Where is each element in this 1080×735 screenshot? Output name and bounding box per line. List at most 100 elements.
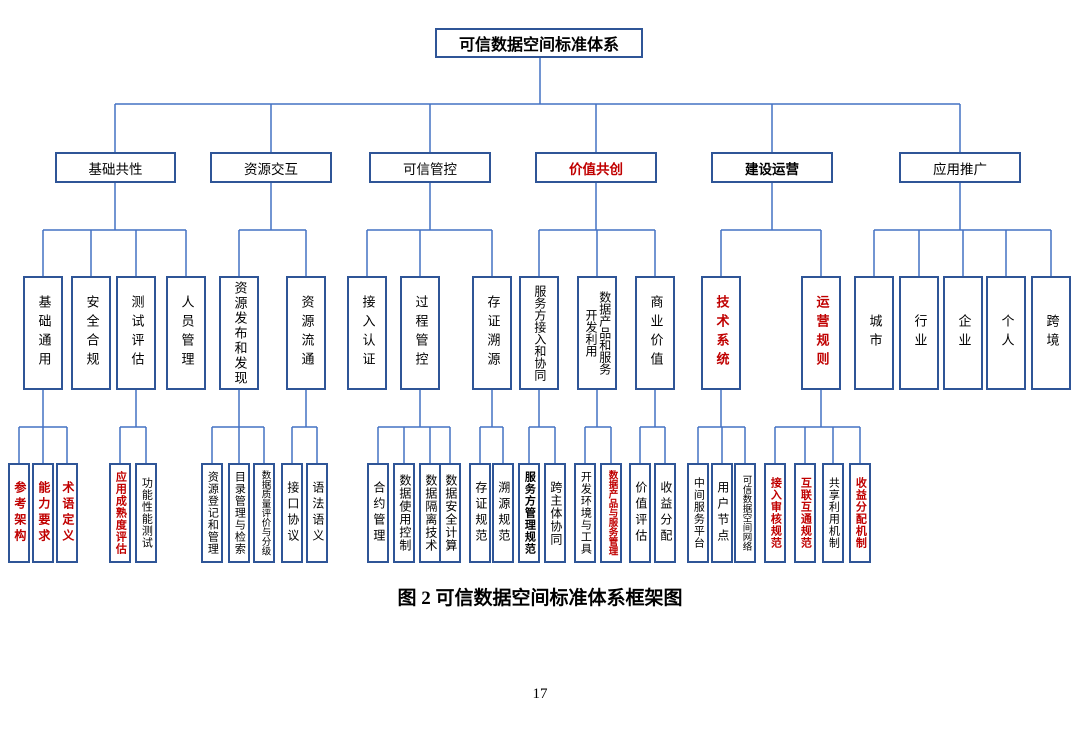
node-interface-protocol: 接口协议 <box>281 463 303 563</box>
node-technical-system: 技术系统 <box>701 276 741 390</box>
node-evidence-traceability: 存证溯源 <box>472 276 512 390</box>
node-trusted-data-space-network: 可信数据空间网络 <box>734 463 756 563</box>
node-terminology-definition: 术语定义 <box>56 463 78 563</box>
node-dev-environment-tools: 开发环境与工具 <box>574 463 596 563</box>
node-individual: 个人 <box>986 276 1026 390</box>
node-traceability-specification-label: 溯源规范 <box>496 481 511 545</box>
node-construction-operation: 建设运营 <box>711 152 833 183</box>
node-business-value-label: 商业价值 <box>648 295 664 371</box>
node-user-node-label: 用户节点 <box>715 481 730 545</box>
node-data-product-service-management-label: 数据产品与服务管理 <box>606 470 618 556</box>
node-access-review-specification-label: 接入审核规范 <box>769 477 782 549</box>
node-data-quality-evaluation-grading-label: 数据质量评价与分级 <box>259 470 271 556</box>
node-terminology-definition-label: 术语定义 <box>60 481 75 545</box>
node-enterprise: 企业 <box>943 276 983 390</box>
node-resource-exchange-label: 资源交互 <box>244 161 298 177</box>
node-catalog-management-retrieval: 目录管理与检索 <box>228 463 250 563</box>
node-business-value: 商业价值 <box>635 276 675 390</box>
node-city-label: 城市 <box>867 314 883 352</box>
node-interconnection-specification: 互联互通规范 <box>794 463 816 563</box>
node-root-label: 可信数据空间标准体系 <box>458 37 619 54</box>
node-enterprise-label: 企业 <box>956 314 972 352</box>
node-data-secure-computation: 数据安全计算 <box>439 463 461 563</box>
node-reference-architecture: 参考架构 <box>8 463 30 563</box>
node-resource-publish-discovery: 资源发布和发现 <box>219 276 259 390</box>
node-testing-evaluation: 测试评估 <box>116 276 156 390</box>
node-cross-entity-collaboration-label: 跨主体协同 <box>548 480 563 546</box>
node-revenue-distribution-label: 收益分配 <box>658 481 673 545</box>
node-application-maturity-evaluation: 应用成熟度评估 <box>109 463 131 563</box>
node-provider-access-collaboration-label: 服务方接入和协同 <box>532 285 547 381</box>
node-interconnection-specification-label: 互联互通规范 <box>799 477 812 549</box>
node-cross-border-label: 跨境 <box>1044 314 1060 352</box>
node-catalog-management-retrieval-label: 目录管理与检索 <box>233 471 246 555</box>
node-operation-rules-label: 运营规则 <box>814 295 830 371</box>
node-function-performance-testing: 功能性能测试 <box>135 463 157 563</box>
node-basic-general-label: 基础通用 <box>36 295 52 371</box>
node-capability-requirements: 能力要求 <box>32 463 54 563</box>
node-industry-label: 行业 <box>912 314 928 352</box>
figure-caption: 图 2 可信数据空间标准体系框架图 <box>397 588 683 609</box>
node-security-compliance-label: 安全合规 <box>84 295 100 371</box>
node-data-usage-control-label: 数据使用控制 <box>397 474 412 552</box>
page-number: 17 <box>532 686 548 702</box>
node-security-compliance: 安全合规 <box>71 276 111 390</box>
node-value-cocreation-label: 价值共创 <box>569 161 623 177</box>
node-resource-registration-management-label: 资源登记和管理 <box>206 471 219 555</box>
node-data-quality-evaluation-grading: 数据质量评价与分级 <box>253 463 275 563</box>
node-access-review-specification: 接入审核规范 <box>764 463 786 563</box>
node-intermediate-service-platform-label: 中间服务平台 <box>692 477 705 549</box>
node-application-promotion: 应用推广 <box>899 152 1021 183</box>
node-evidence-specification: 存证规范 <box>469 463 491 563</box>
node-process-control-label: 过程管控 <box>413 295 429 371</box>
node-reference-architecture-label: 参考架构 <box>12 481 27 545</box>
node-trusted-control-label: 可信管控 <box>403 161 457 177</box>
node-data-product-service-management: 数据产品与服务管理 <box>600 463 622 563</box>
node-data-product-service-development: 数据产品和服务 开发利用 <box>577 276 617 390</box>
node-syntax-semantics: 语法语义 <box>306 463 328 563</box>
node-city: 城市 <box>854 276 894 390</box>
node-evidence-specification-label: 存证规范 <box>473 481 488 545</box>
node-interface-protocol-label: 接口协议 <box>285 481 300 545</box>
node-contract-management: 合约管理 <box>367 463 389 563</box>
node-revenue-distribution-mechanism-label: 收益分配机制 <box>854 477 867 549</box>
node-personnel-management: 人员管理 <box>166 276 206 390</box>
node-sharing-utilization-mechanism-label: 共享利用机制 <box>827 477 840 549</box>
node-traceability-specification: 溯源规范 <box>492 463 514 563</box>
node-value-cocreation: 价值共创 <box>535 152 657 183</box>
node-data-isolation-technology-label: 数据隔离技术 <box>423 474 438 552</box>
node-individual-label: 个人 <box>999 314 1015 352</box>
node-personnel-management-label: 人员管理 <box>179 295 195 371</box>
node-resource-publish-discovery-label: 资源发布和发现 <box>232 280 248 386</box>
node-resource-circulation: 资源流通 <box>286 276 326 390</box>
node-sharing-utilization-mechanism: 共享利用机制 <box>822 463 844 563</box>
node-trusted-control: 可信管控 <box>369 152 491 183</box>
node-syntax-semantics-label: 语法语义 <box>310 481 325 545</box>
node-evidence-traceability-label: 存证溯源 <box>485 295 501 371</box>
node-intermediate-service-platform: 中间服务平台 <box>687 463 709 563</box>
node-dev-environment-tools-label: 开发环境与工具 <box>579 471 592 555</box>
node-revenue-distribution-mechanism: 收益分配机制 <box>849 463 871 563</box>
node-cross-border: 跨境 <box>1031 276 1071 390</box>
node-resource-circulation-label: 资源流通 <box>299 295 315 371</box>
node-data-secure-computation-label: 数据安全计算 <box>443 474 458 552</box>
node-function-performance-testing-label: 功能性能测试 <box>140 477 153 549</box>
node-data-usage-control: 数据使用控制 <box>393 463 415 563</box>
node-application-promotion-label: 应用推广 <box>933 161 987 177</box>
node-access-authentication-label: 接入认证 <box>360 295 376 371</box>
node-industry: 行业 <box>899 276 939 390</box>
node-revenue-distribution: 收益分配 <box>654 463 676 563</box>
node-construction-operation-label: 建设运营 <box>745 161 799 177</box>
node-data-isolation-technology: 数据隔离技术 <box>419 463 441 563</box>
node-basic-general: 基础通用 <box>23 276 63 390</box>
node-basic-commonality: 基础共性 <box>55 152 176 183</box>
node-testing-evaluation-label: 测试评估 <box>129 295 145 371</box>
node-provider-access-collaboration: 服务方接入和协同 <box>519 276 559 390</box>
node-cross-entity-collaboration: 跨主体协同 <box>544 463 566 563</box>
node-user-node: 用户节点 <box>711 463 733 563</box>
node-application-maturity-evaluation-label: 应用成熟度评估 <box>114 471 127 555</box>
node-trusted-data-space-network-label: 可信数据空间网络 <box>740 475 752 551</box>
node-technical-system-label: 技术系统 <box>714 295 730 371</box>
